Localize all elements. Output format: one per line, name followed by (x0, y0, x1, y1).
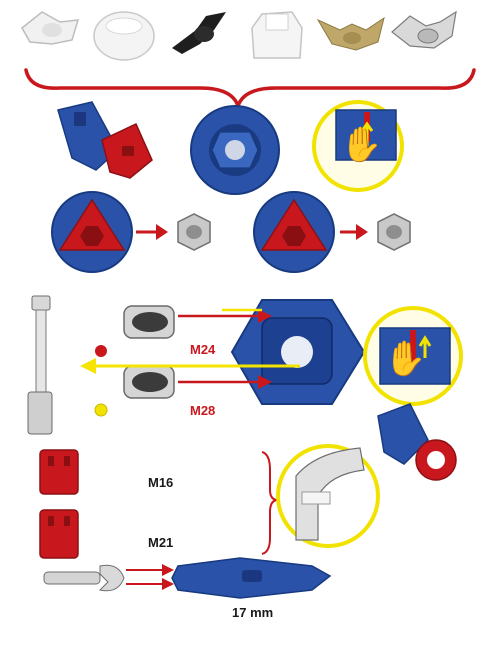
label-m16: M16 (148, 475, 174, 490)
grouping-brace (24, 68, 476, 112)
arrow-red-top (178, 309, 272, 323)
adapter-closeup-left (57, 101, 153, 179)
arrow-yellow-long (80, 358, 300, 374)
yellow-dot-indicator (94, 403, 108, 417)
hand-pointing-icon: ✋ (384, 340, 427, 378)
red-dot-indicator (95, 345, 107, 357)
adapter-triangle-right (253, 191, 335, 273)
white-round-cap-icon (93, 11, 155, 61)
adapter-closeup-center (190, 105, 280, 195)
red-adapter-m16 (39, 449, 79, 495)
wrench-icon (43, 564, 125, 592)
hex-nut-icon (177, 213, 211, 251)
label-m24: M24 (190, 342, 216, 357)
black-wing-nut-icon (172, 12, 226, 54)
size-bracket (261, 451, 279, 555)
white-wing-knob-icon (21, 11, 80, 45)
steel-wing-nut-icon (391, 10, 457, 49)
arrow-red-bottom (178, 375, 272, 389)
aerator-icon (123, 365, 175, 399)
hand-pointing-icon: ✋ (340, 126, 383, 164)
label-m28: M28 (190, 403, 216, 418)
adapter-triangle-left (51, 191, 133, 273)
arrow-to-nut-right (340, 224, 368, 240)
red-adapter-m21 (39, 509, 79, 559)
adapter-tool-top-right (377, 403, 457, 481)
label-17mm: 17 mm (232, 605, 274, 620)
blue-tool-17mm (171, 557, 332, 599)
white-square-knob-icon (251, 11, 303, 59)
aerator-icon (123, 305, 175, 339)
arrow-red-wrench (126, 564, 174, 590)
faucet-spout-highlight (276, 444, 380, 548)
extension-bar-icon (27, 295, 53, 435)
hex-nut-icon (377, 213, 411, 251)
arrow-to-nut-left (136, 224, 168, 240)
big-hex-adapter (230, 299, 366, 405)
brass-wing-nut-icon (316, 16, 385, 51)
label-m21: M21 (148, 535, 174, 550)
